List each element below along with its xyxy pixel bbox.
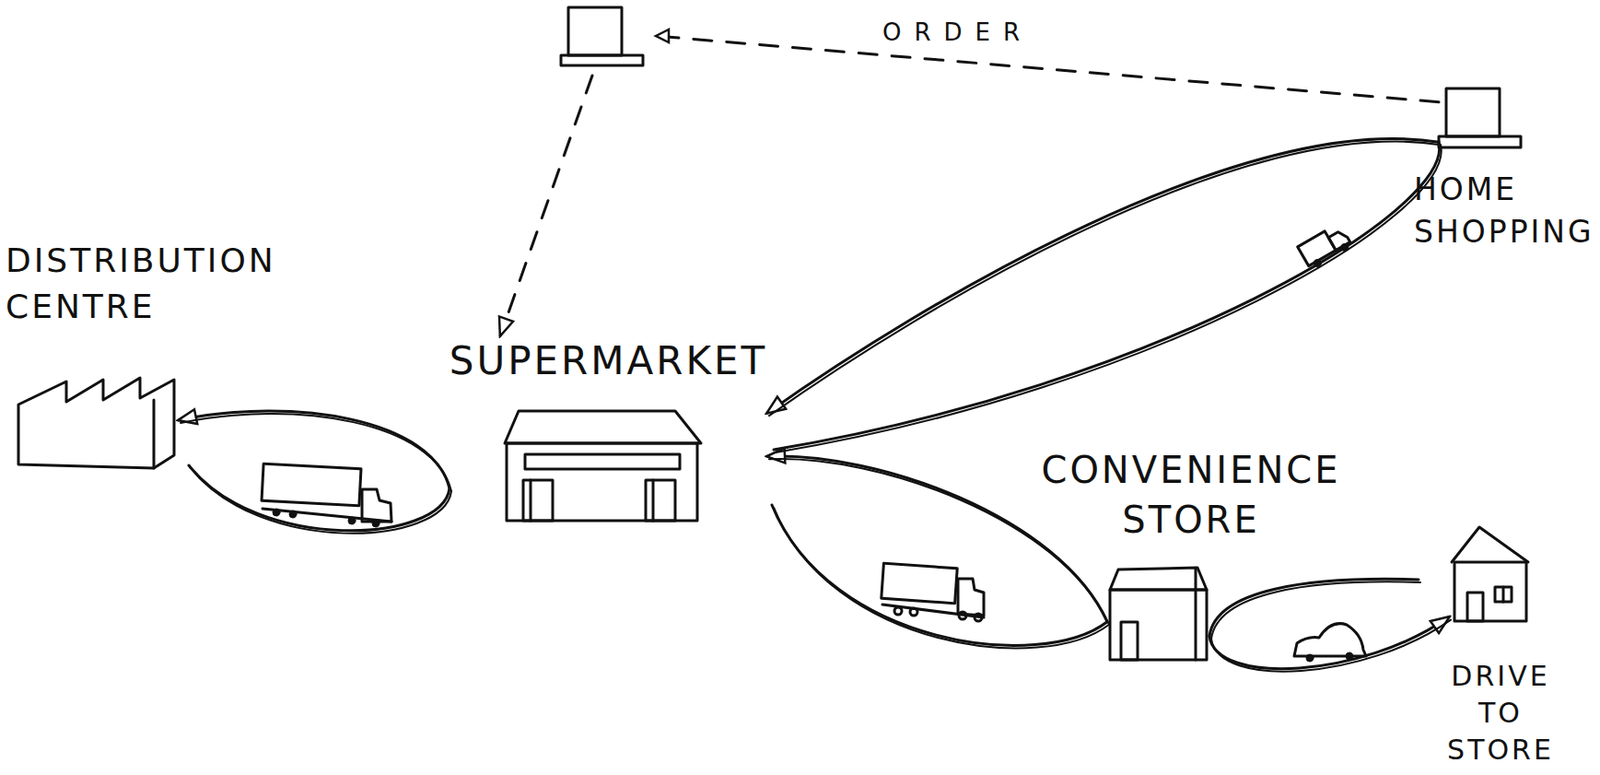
sketch-stroke [1294,623,1367,656]
connector-sketch [190,467,452,534]
sketch-stroke [974,613,982,621]
node-icon [1107,566,1210,662]
sketch-stroke [152,399,156,468]
sketch-stroke [289,510,297,518]
connector-sketch [769,141,1441,417]
sketch-stroke [1502,586,1506,602]
flow-connector [500,29,1439,336]
sketch-stroke [18,377,175,468]
connector-return [773,141,1440,450]
sketch-stroke [506,443,698,521]
sketch-stroke [504,410,701,444]
node-box: DISTRIBUTION CENTRE [15,372,179,470]
node-label: CONVENIENCE STORE [1036,444,1346,545]
node-box: SUPERMARKET [449,335,768,525]
edge-label: ORDER [882,18,1033,47]
sketch-stroke [1438,136,1521,148]
node-box: HOME SHOPPING [1438,86,1521,149]
flow-connector [178,410,452,534]
sketch-stroke [18,377,175,468]
node-icon [15,372,179,470]
connector-line [178,410,450,489]
sketch-stroke [1306,654,1314,662]
connector-head [655,29,669,43]
sketch-stroke [504,410,701,521]
sketch-stroke [1194,568,1198,660]
sketch-stroke [958,611,967,619]
sketch-stroke [1109,567,1207,660]
sketch-stroke [560,55,643,66]
flow-connector [1209,578,1451,671]
sketch-stroke [1121,621,1138,660]
sketch-stroke [645,479,676,521]
sketch-stroke [568,7,622,56]
node-icon [1448,525,1531,623]
sketch-stroke [882,604,984,618]
order-computer [560,7,643,66]
sketch-stroke [372,519,380,527]
sketch-stroke [1438,88,1521,148]
node-box: DRIVE TO STORE [1448,525,1531,623]
sketch-stroke [362,489,392,522]
node-label: HOME SHOPPING [1413,168,1599,254]
sketch-stroke [652,479,655,521]
node-box: CONVENIENCE STORE [1107,566,1210,662]
connector-line [767,139,1439,414]
lorry-icon [881,562,984,621]
sketch-stroke [1451,526,1529,562]
connector-sketch [773,507,1110,648]
connector-line [500,35,1439,336]
node-icon [500,408,705,523]
sketch-stroke [1446,88,1500,137]
sketch-stroke [261,463,362,505]
node-label: DRIVE TO STORE [1425,657,1576,769]
node-icon [1438,86,1521,149]
connector-sketch [775,144,1442,453]
sketch-stroke [348,516,356,525]
connector-return [1209,578,1419,636]
sketch-stroke [272,508,281,516]
sketch-stroke [262,508,392,522]
connector-return [188,465,450,531]
sketch-stroke [525,454,680,469]
connector-sketch [1211,619,1451,672]
connector-sketch [1211,581,1421,639]
lorry-icon [261,463,392,527]
sketch-stroke [529,479,533,521]
sketch-stroke [957,578,984,616]
connector-sketch [180,413,452,491]
sketch-stroke [881,562,958,603]
sketch-stroke [910,607,918,616]
sketch-stroke [1109,589,1207,660]
connector-return [771,504,1108,645]
node-label: DISTRIBUTION CENTRE [5,237,310,330]
flow-connector [767,139,1442,453]
car-icon [1294,623,1367,662]
sketch-stroke [1494,586,1512,602]
sketch-stroke [1454,561,1527,621]
sketch-stroke [523,479,553,521]
sketch-stroke [1109,567,1207,590]
node-label: SUPERMARKET [440,337,777,386]
sketch-stroke [894,607,902,615]
sketch-stroke [1451,526,1529,621]
sketch-stroke [1467,592,1484,621]
connector-line [1209,617,1449,669]
